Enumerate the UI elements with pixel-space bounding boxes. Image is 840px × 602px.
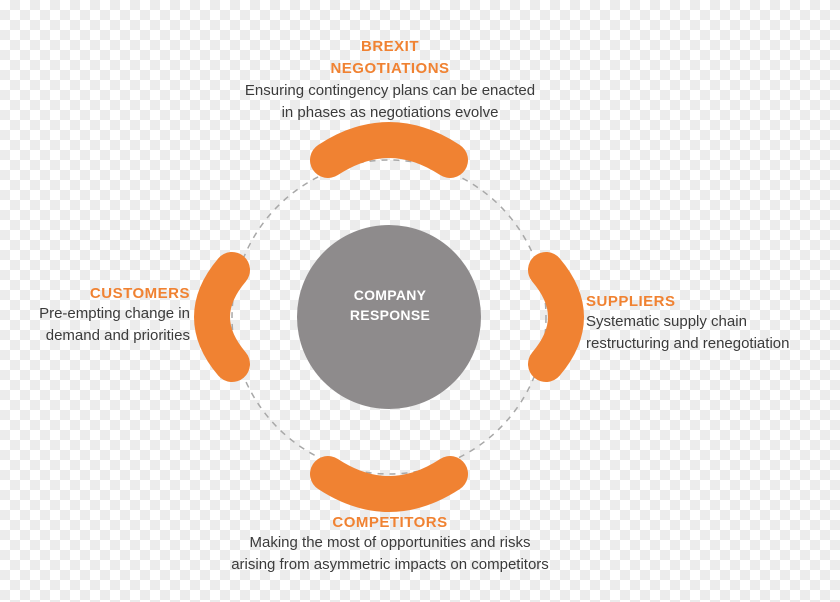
node-brexit-negotiations: BREXIT NEGOTIATIONS Ensuring contingency…: [190, 36, 590, 124]
node-description: Making the most of opportunities and ris…: [231, 534, 549, 573]
arc-segment-bottom: [310, 456, 468, 512]
node-description: Systematic supply chain restructuring an…: [586, 313, 790, 352]
node-description: Ensuring contingency plans can be enacte…: [244, 82, 536, 121]
node-customers: CUSTOMERS Pre-empting change in demand a…: [0, 284, 190, 347]
arc-segment-top: [310, 122, 468, 178]
arc-segment-right: [528, 252, 584, 382]
center-label: COMPANY RESPONSE: [349, 287, 431, 323]
arc-segment-left: [194, 252, 250, 382]
node-competitors: COMPETITORS Making the most of opportuni…: [190, 513, 590, 576]
node-title: COMPETITORS: [332, 514, 448, 531]
node-title: BREXIT NEGOTIATIONS: [330, 38, 450, 77]
node-description: Pre-empting change in demand and priorit…: [39, 305, 190, 344]
node-title: SUPPLIERS: [586, 293, 676, 310]
node-suppliers: SUPPLIERS Systematic supply chain restru…: [586, 292, 840, 355]
center-hub: [297, 225, 481, 409]
dashed-ring: [231, 159, 547, 475]
node-title: CUSTOMERS: [89, 285, 190, 302]
